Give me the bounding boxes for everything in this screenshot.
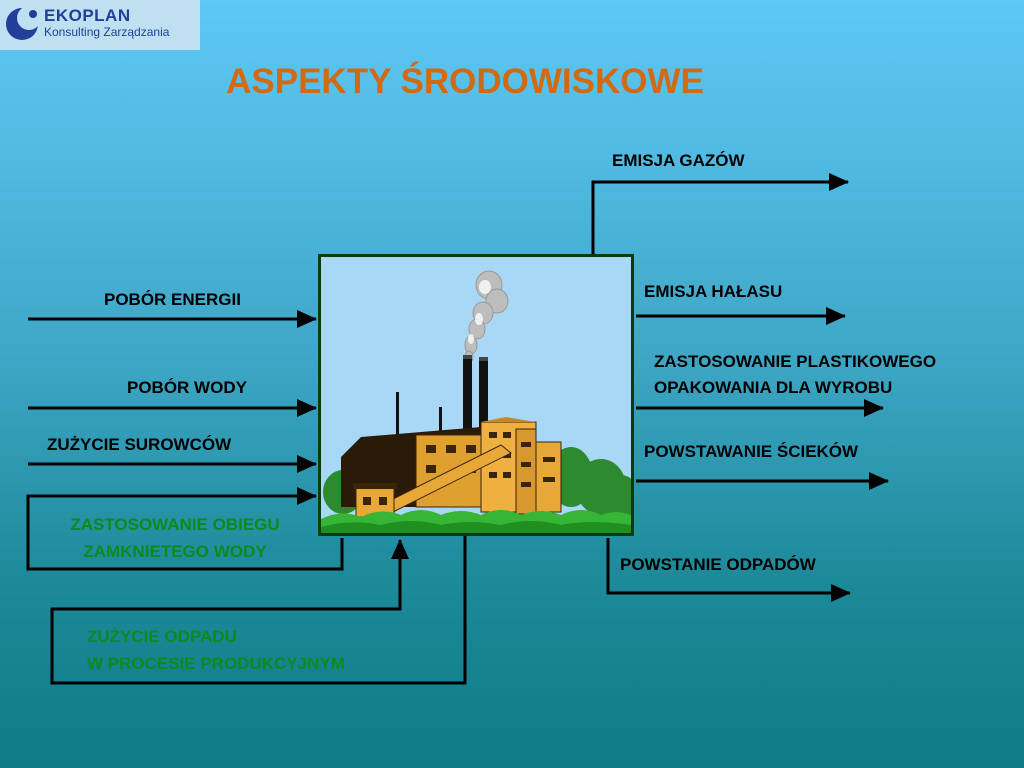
label-noise: EMISJA HAŁASU (644, 282, 783, 301)
label-packaging-1: ZASTOSOWANIE PLASTIKOWEGO (654, 352, 937, 371)
label-water: POBÓR WODY (127, 378, 247, 397)
label-sewage: POWSTAWANIE ŚCIEKÓW (644, 442, 859, 461)
arrow-waste (606, 538, 851, 602)
label-materials: ZUŻYCIE SUROWCÓW (47, 435, 232, 454)
arrow-gases (591, 173, 849, 258)
factory-illustration-box (318, 254, 634, 536)
factory-icon (321, 270, 631, 533)
label-waste: POWSTANIE ODPADÓW (620, 555, 816, 574)
moon-logo-icon (6, 6, 40, 40)
label-packaging-2: OPAKOWANIA DLA WYROBU (654, 378, 893, 397)
label-closed-loop-1: ZASTOSOWANIE OBIEGU (70, 515, 280, 534)
label-closed-loop-2: ZAMKNIETEGO WODY (83, 542, 267, 561)
label-gases: EMISJA GAZÓW (612, 151, 745, 170)
label-waste-reuse-1: ZUŻYCIE ODPADU (87, 627, 237, 646)
page-title: ASPEKTY ŚRODOWISKOWE (226, 62, 704, 101)
label-energy: POBÓR ENERGII (104, 290, 241, 309)
logo-subtitle: Konsulting Zarządzania (44, 25, 170, 39)
company-logo: EKOPLAN Konsulting Zarządzania (0, 0, 200, 50)
loop-waste-reuse (50, 536, 467, 685)
logo-name: EKOPLAN (44, 6, 131, 25)
label-waste-reuse-2: W PROCESIE PRODUKCYJNYM (87, 654, 345, 673)
loop-closed-water (26, 487, 344, 571)
